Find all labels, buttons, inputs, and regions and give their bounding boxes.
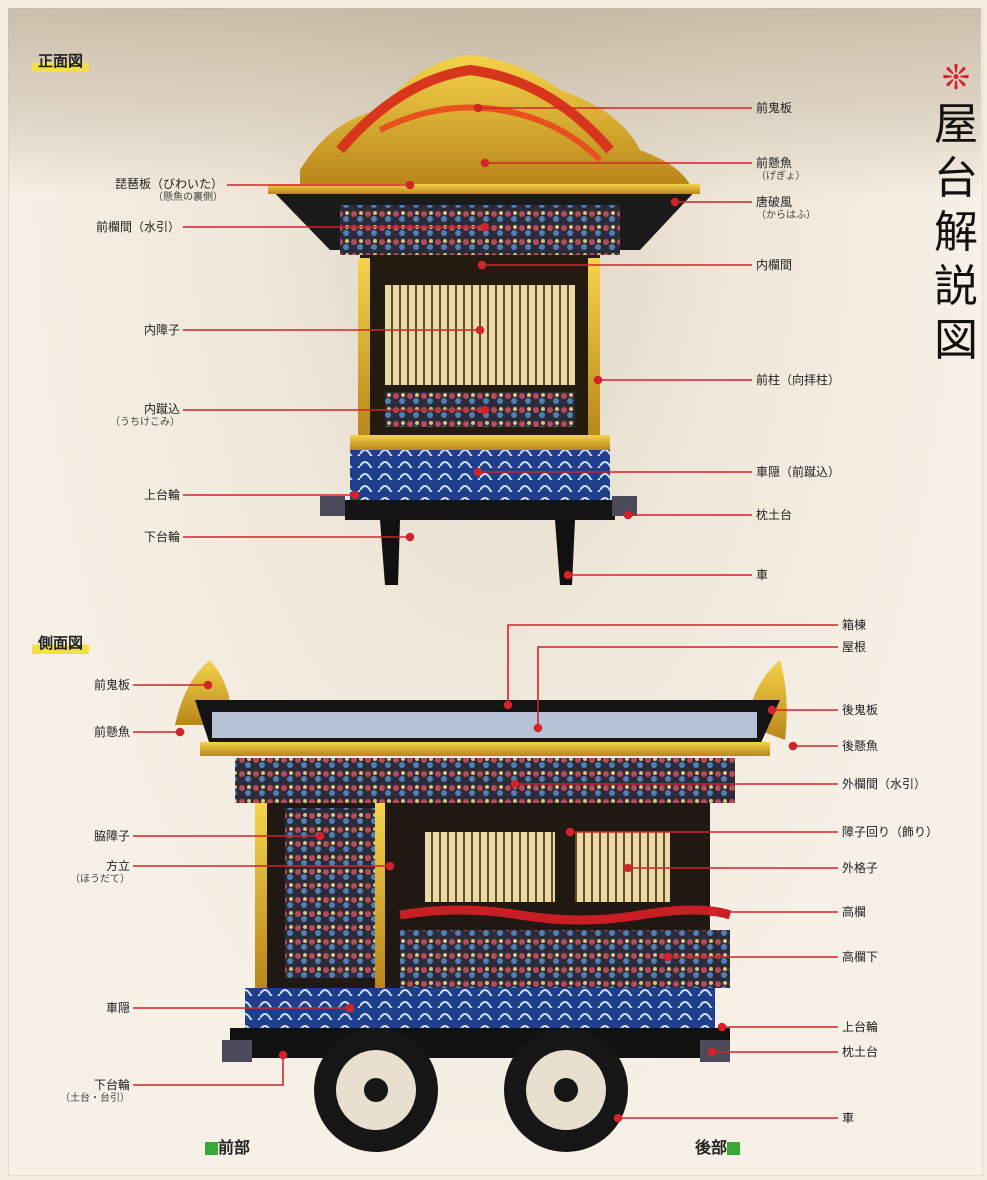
label-text: 内蹴込 [143,402,180,416]
title-char: 屋 [934,99,978,150]
label-front-kuruma: 車 [756,568,769,582]
label-sub: （懸魚の裏側） [153,192,223,203]
label-side-hakomune: 箱棟 [842,618,867,632]
label-side-maekengyo: 前懸魚 [93,725,130,739]
label-front-karahafu: 唐破風 （からはふ） [756,195,816,223]
label-front-maekengyo: 前懸魚 （げぎょ） [756,156,806,184]
label-side-koranshita: 高欄下 [842,950,879,964]
asterisk-icon: ❊ [941,58,971,98]
label-side-kuruma: 車 [842,1111,855,1125]
label-text: 下台輪 [93,1078,130,1092]
side-float [175,660,787,1152]
label-side-sotokoshi: 外格子 [842,861,879,875]
label-text: 唐破風 [756,195,793,209]
label-front-makura-dodai: 枕土台 [756,508,793,522]
label-side-uwa-dai: 上台輪 [842,1020,879,1034]
label-text: 琵琶板（びわいた） [114,177,223,191]
label-side-sotoranma: 外欄間（水引） [842,777,927,791]
legend-front-part: 前部 [205,1134,250,1158]
legend-text: 前部 [218,1138,251,1157]
label-front-uchikeikomi: 内蹴込 （うちけこみ） [40,402,180,430]
label-sub: （げぎょ） [756,171,806,182]
label-side-kuruma-kakushi: 車隠 [105,1001,130,1015]
label-side-hodate: 方立 （ほうだて） [20,859,130,887]
diagram-title: ❊ 屋 台 解 説 図 [932,58,980,368]
green-square-icon [205,1142,218,1155]
green-square-icon [727,1142,741,1155]
title-char: 解 [934,207,978,258]
label-front-shita-dai: 下台輪 [143,530,180,544]
label-front-uchiranma: 内欄間 [756,258,793,272]
front-float [268,55,700,585]
side-leader-lines [133,624,838,1123]
label-front-kuruma-kakushi: 車隠（前蹴込） [756,465,841,479]
label-side-ushirokengyo: 後懸魚 [842,739,879,753]
title-char: 図 [934,315,978,366]
label-side-maeonita: 前鬼板 [93,678,130,692]
title-char: 説 [934,261,978,312]
label-side-shojimawari: 障子回り（飾り） [842,825,939,839]
front-view-title: 正面図 [32,50,90,73]
legend-text: 後部 [695,1138,728,1157]
title-char: 台 [934,153,978,204]
label-side-koran: 高欄 [842,905,867,919]
label-front-uwa-dai: 上台輪 [143,488,180,502]
label-sub: （ほうだて） [70,874,130,885]
label-side-ushirooni: 後鬼板 [842,703,879,717]
label-side-yane: 屋根 [842,640,867,654]
label-sub: （土台・台引） [60,1093,130,1104]
label-side-shita-dai: 下台輪 （土台・台引） [20,1078,130,1106]
label-sub: （うちけこみ） [110,417,180,428]
label-front-maeonita: 前鬼板 [756,101,793,115]
label-text: 方立 [105,859,130,873]
legend-rear-part: 後部 [695,1134,741,1158]
label-side-makura-dodai: 枕土台 [842,1045,879,1059]
label-sub: （からはふ） [756,210,816,221]
label-side-wakishoji: 脇障子 [93,829,130,843]
label-front-biwaita: 琵琶板（びわいた） （懸魚の裏側） [40,177,223,205]
front-leader-lines [183,103,752,580]
label-text: 前懸魚 [756,156,793,170]
side-view-title: 側面図 [32,632,90,655]
label-front-maeranma: 前欄間（水引） [95,220,180,234]
label-front-maebashira: 前柱（向拝柱） [756,373,841,387]
label-front-uchishoji: 内障子 [143,323,180,337]
